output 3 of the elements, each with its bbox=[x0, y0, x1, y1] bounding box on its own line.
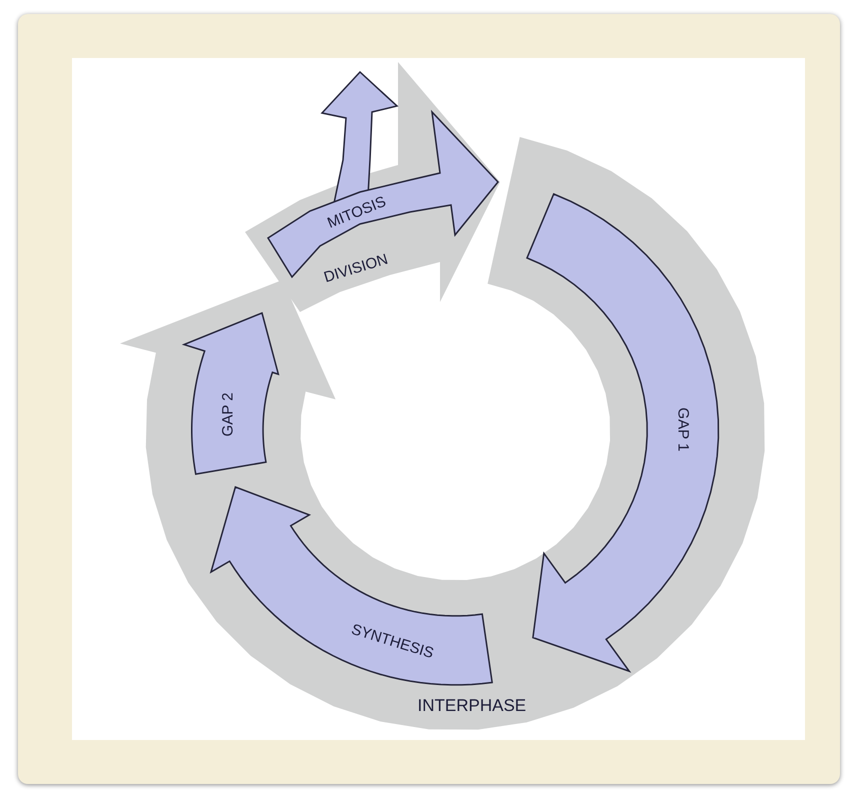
phase-label: GAP 2 bbox=[220, 392, 236, 437]
phase-label: GAP 1 bbox=[675, 408, 690, 452]
phase-label: INTERPHASE bbox=[417, 697, 526, 714]
